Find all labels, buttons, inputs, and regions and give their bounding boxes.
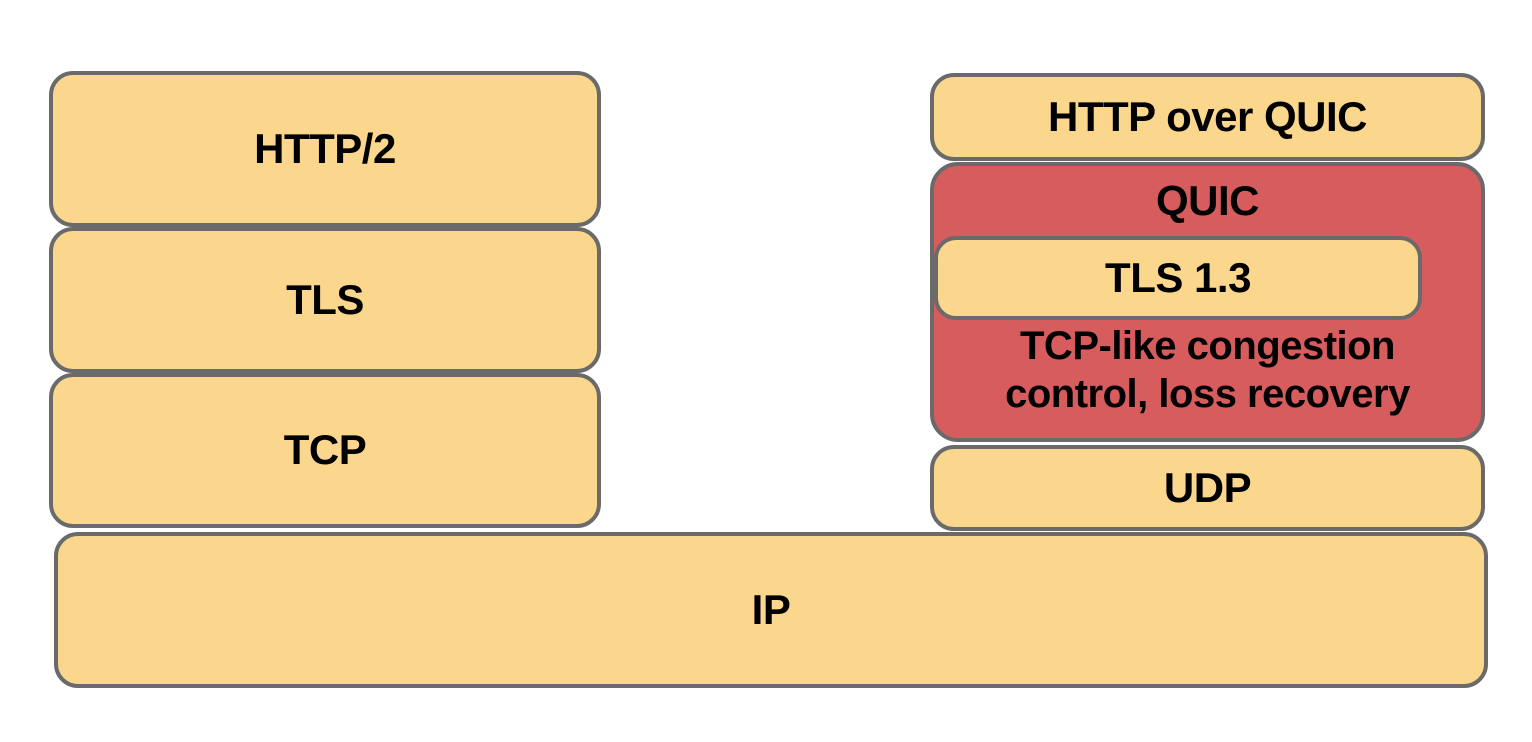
layer-udp: UDP <box>930 445 1485 531</box>
layer-quic: QUIC TLS 1.3 TCP-like congestion control… <box>930 162 1485 442</box>
layer-http2: HTTP/2 <box>49 71 601 227</box>
layer-tcp: TCP <box>49 373 601 528</box>
layer-ip-label: IP <box>751 585 791 633</box>
layer-tls13: TLS 1.3 <box>934 236 1422 320</box>
layer-tls13-label: TLS 1.3 <box>1105 253 1251 301</box>
quic-congestion-note: TCP-like congestion control, loss recove… <box>934 322 1481 418</box>
layer-http-over-quic-label: HTTP over QUIC <box>1048 92 1367 140</box>
layer-quic-label: QUIC <box>1156 177 1260 224</box>
quic-congestion-note-line1: TCP-like congestion <box>1020 324 1396 368</box>
layer-udp-label: UDP <box>1163 463 1252 511</box>
layer-http2-label: HTTP/2 <box>254 124 396 172</box>
layer-http-over-quic: HTTP over QUIC <box>930 73 1485 161</box>
layer-tls: TLS <box>49 227 601 373</box>
layer-tcp-label: TCP <box>283 426 367 474</box>
layer-tls-label: TLS <box>286 275 364 323</box>
layer-ip: IP <box>54 532 1488 688</box>
quic-congestion-note-line2: control, loss recovery <box>1005 372 1410 416</box>
